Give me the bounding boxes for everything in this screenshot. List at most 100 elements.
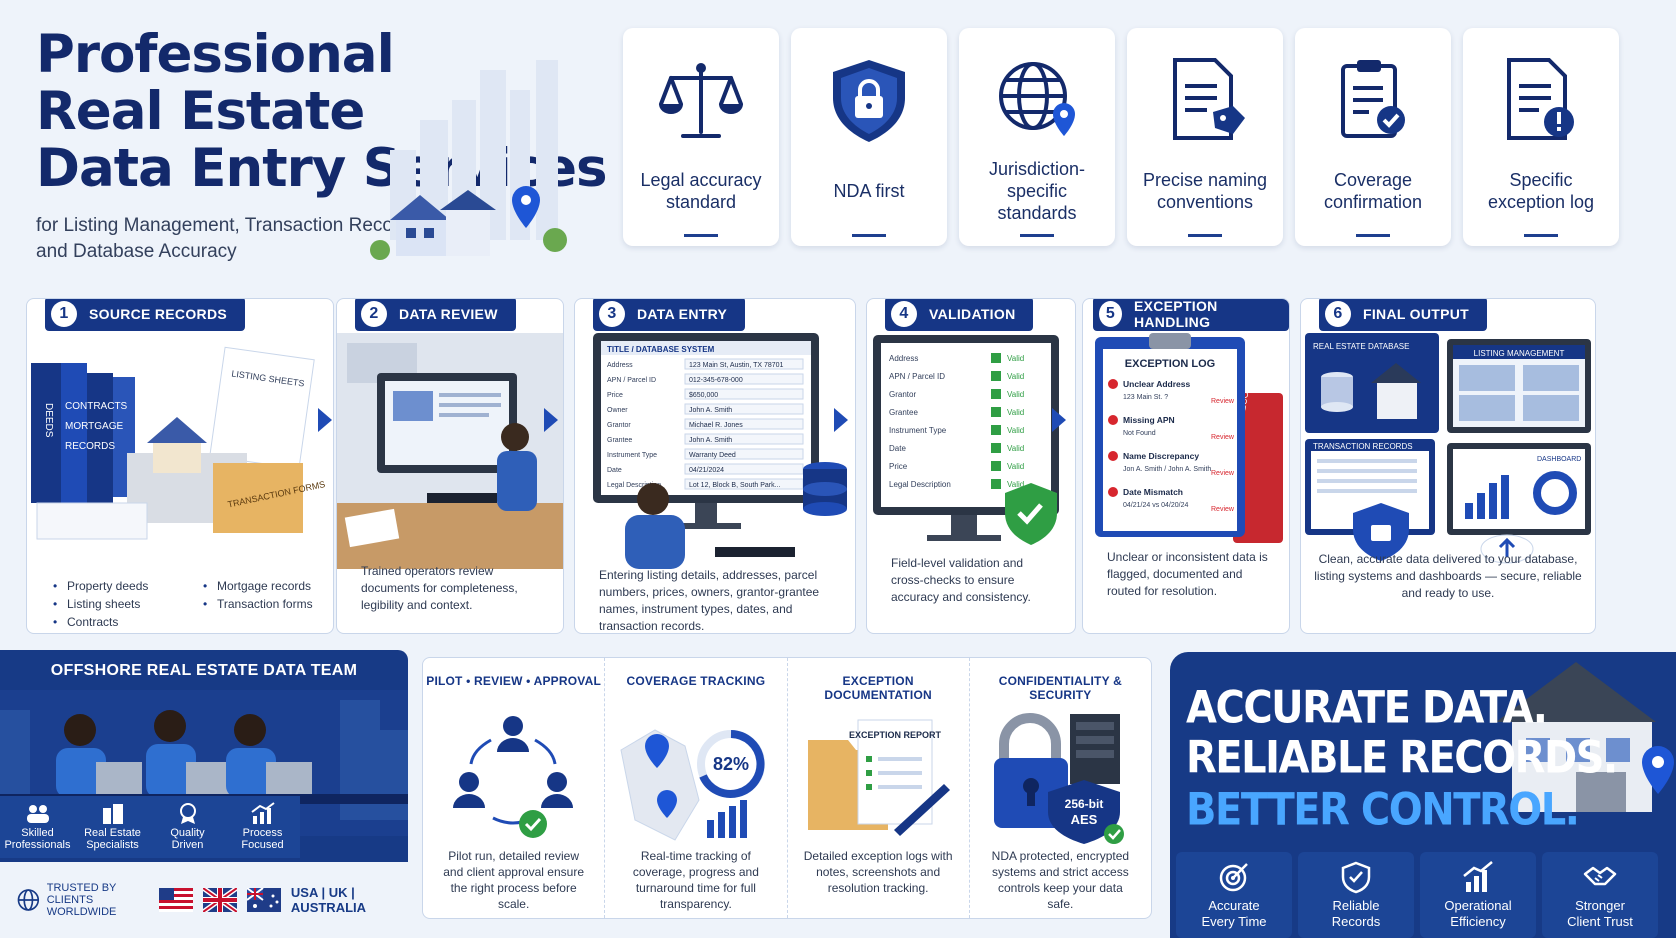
field-label: Grantee bbox=[889, 408, 918, 417]
perk-line: Real Estate bbox=[84, 827, 141, 839]
benefit-line: Every Time bbox=[1201, 914, 1267, 929]
people-icon bbox=[26, 805, 49, 823]
medal-icon bbox=[179, 803, 196, 824]
check-icon bbox=[991, 443, 1001, 453]
step-title: DATA ENTRY bbox=[637, 306, 728, 322]
pillar-pilot: PILOT • REVIEW • APPROVAL Pilot run, det… bbox=[423, 658, 606, 918]
trusted-line: CLIENTS WORLDWIDE bbox=[46, 894, 117, 918]
field-input bbox=[684, 418, 804, 430]
exception-title: Missing APN bbox=[1123, 415, 1175, 425]
benefit-line: Client Trust bbox=[1567, 914, 1633, 929]
check-icon bbox=[991, 371, 1001, 381]
alert-icon bbox=[1108, 451, 1118, 461]
promo-line: BETTER CONTROL. bbox=[1186, 784, 1580, 836]
exception-report-icon: EXCEPTION REPORT bbox=[807, 719, 950, 836]
valid-status: Valid bbox=[1007, 462, 1024, 471]
feature-card: NDA first bbox=[791, 28, 947, 246]
field-value: John A. Smith bbox=[689, 407, 732, 414]
exception-title: Date Mismatch bbox=[1123, 487, 1183, 497]
field-label: Address bbox=[889, 354, 918, 363]
pillar-desc: NDA protected, encrypted systems and str… bbox=[991, 849, 1130, 911]
exception-detail: 04/21/24 vs 04/20/24 bbox=[1123, 502, 1188, 509]
subtitle-line: and Database Accuracy bbox=[36, 241, 237, 262]
valid-status: Valid bbox=[1007, 444, 1024, 453]
database-icon bbox=[803, 462, 847, 516]
scales-icon bbox=[659, 63, 743, 138]
step-desc: Property deeds Mortgage records Listing … bbox=[51, 577, 317, 631]
valid-status: Valid bbox=[1007, 390, 1024, 399]
pillar-security: CONFIDENTIALITY & SECURITY 256-bit AES N… bbox=[970, 658, 1151, 918]
country-flags bbox=[158, 888, 281, 912]
usa-flag-icon bbox=[158, 888, 193, 912]
perk-line: Specialists bbox=[86, 839, 139, 851]
review-tag: Review bbox=[1211, 434, 1235, 441]
divider bbox=[1188, 234, 1222, 237]
perk-line: Professionals bbox=[4, 839, 71, 851]
field-label: Price bbox=[607, 392, 623, 399]
step-number: 6 bbox=[1325, 301, 1351, 327]
check-icon bbox=[991, 425, 1001, 435]
pillar-desc: Real-time tracking of coverage, progress… bbox=[632, 849, 759, 911]
field-value: 123 Main St, Austin, TX 78701 bbox=[689, 362, 784, 369]
divider bbox=[1020, 234, 1054, 237]
feature-row: Legal accuracy standard NDA first Jurisd… bbox=[623, 28, 1619, 246]
security-lock-icon: 256-bit AES bbox=[993, 713, 1124, 844]
benefit-line: Operational bbox=[1444, 898, 1512, 913]
pillar-desc: Pilot run, detailed review and client ap… bbox=[443, 849, 584, 911]
valid-status: Valid bbox=[1007, 372, 1024, 381]
feature-label: Precise naming conventions bbox=[1142, 170, 1268, 212]
globe-pin-icon bbox=[999, 62, 1075, 136]
review-tag: Review bbox=[1211, 506, 1235, 513]
globe-icon bbox=[17, 889, 40, 911]
pillar-coverage: COVERAGE TRACKING 82% Real-time tracking… bbox=[605, 658, 788, 918]
valid-status: Valid bbox=[1007, 408, 1024, 417]
review-tag: Review bbox=[1211, 470, 1235, 477]
badge-line: 256-bit bbox=[1064, 797, 1103, 811]
list-item: Mortgage records bbox=[201, 577, 333, 595]
step-title: SOURCE RECORDS bbox=[89, 306, 227, 322]
feature-card: Jurisdiction-specific standards bbox=[959, 28, 1115, 246]
field-value: $650,000 bbox=[689, 392, 718, 399]
list-item: Transaction forms bbox=[201, 595, 333, 613]
screen-title: TITLE / DATABASE SYSTEM bbox=[607, 345, 715, 354]
step-number: 4 bbox=[891, 301, 917, 327]
page-subtitle: for Listing Management, Transaction Reco… bbox=[36, 213, 616, 265]
panel-dashboard: DASHBOARD bbox=[1447, 443, 1591, 535]
valid-status: Valid bbox=[1007, 354, 1024, 363]
document-alert-icon bbox=[1507, 58, 1574, 140]
operator bbox=[625, 515, 685, 569]
field-label: Legal Description bbox=[607, 482, 661, 489]
field-label: APN / Parcel ID bbox=[889, 372, 945, 381]
promo-line: ACCURATE DATA. bbox=[1186, 682, 1548, 734]
pen-icon bbox=[893, 784, 950, 836]
pillar-desc: Detailed exception logs with notes, scre… bbox=[803, 849, 953, 895]
feature-label: Specific exception log bbox=[1487, 170, 1595, 212]
step-desc: Trained operators review documents for c… bbox=[361, 564, 518, 612]
step-number: 3 bbox=[599, 301, 625, 327]
benefit-line: Reliable bbox=[1332, 898, 1380, 913]
field-label: Legal Description bbox=[889, 480, 951, 489]
team-member bbox=[146, 710, 232, 798]
chart-up-icon bbox=[250, 802, 275, 824]
operator bbox=[497, 451, 537, 511]
pillar-title: EXCEPTION DOCUMENTATION bbox=[824, 674, 932, 702]
cycle-people-icon bbox=[453, 716, 573, 838]
target-icon bbox=[1219, 863, 1248, 892]
perk-line: Process bbox=[242, 827, 283, 839]
pillar-title: PILOT • REVIEW • APPROVAL bbox=[426, 674, 601, 688]
check-icon bbox=[991, 389, 1001, 399]
field-label: Price bbox=[889, 462, 908, 471]
step-title: EXCEPTION HANDLING bbox=[1133, 298, 1218, 330]
field-label: Instrument Type bbox=[889, 426, 947, 435]
